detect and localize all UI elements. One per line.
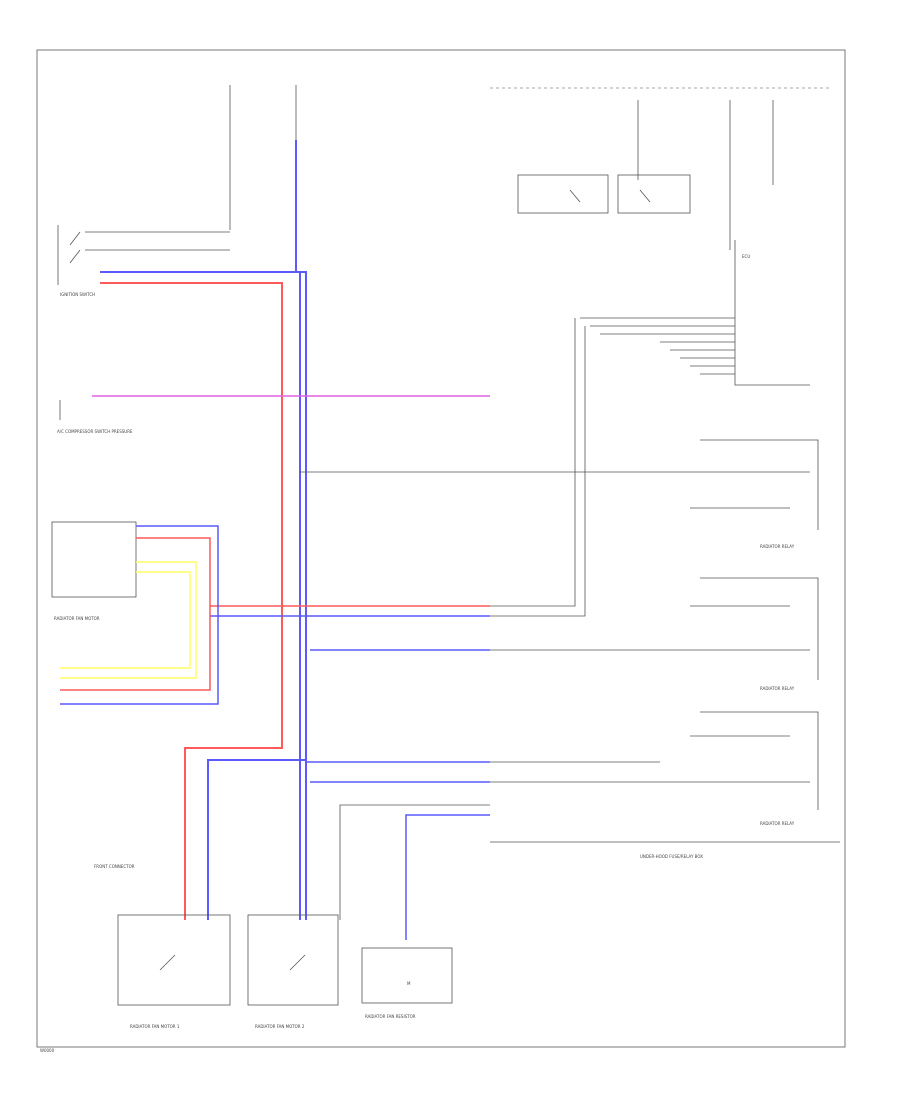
right-relays <box>690 439 819 810</box>
signal-wires <box>210 318 810 940</box>
label-motor-1: RADIATOR FAN MOTOR 1 <box>130 1024 180 1029</box>
label-compressor-switch: A/C COMPRESSOR SWITCH PRESSURE <box>57 429 133 434</box>
fuse-feeds <box>229 85 774 250</box>
label-resistor: RADIATOR FAN RESISTOR <box>365 1014 416 1019</box>
fan-motor-block <box>51 521 219 705</box>
ignition-switch <box>57 225 230 285</box>
label-connector: FRONT CONNECTOR <box>94 864 135 869</box>
main-harness <box>100 140 307 920</box>
label-fan-motor: RADIATOR FAN MOTOR <box>54 616 100 621</box>
label-motor-2: RADIATOR FAN MOTOR 2 <box>255 1024 305 1029</box>
svg-text:ECU: ECU <box>742 254 750 259</box>
diagram-frame <box>36 49 846 1048</box>
label-fuse-box: UNDER-HOOD FUSE/RELAY BOX <box>640 854 703 859</box>
label-relay-1: RADIATOR RELAY <box>760 544 795 549</box>
top-relays <box>517 174 691 214</box>
compressor-wire <box>59 395 490 420</box>
component-labels: IGNITION SWITCH A/C COMPRESSOR SWITCH PR… <box>54 292 795 1029</box>
ecu-block: ECU <box>580 240 810 386</box>
label-ignition-switch: IGNITION SWITCH <box>60 292 95 297</box>
svg-text:M: M <box>407 981 411 986</box>
label-relay-3: RADIATOR RELAY <box>760 821 795 826</box>
page-id: W0000 <box>40 1048 55 1053</box>
bottom-motors: M <box>117 914 453 1006</box>
label-relay-2: RADIATOR RELAY <box>760 686 795 691</box>
